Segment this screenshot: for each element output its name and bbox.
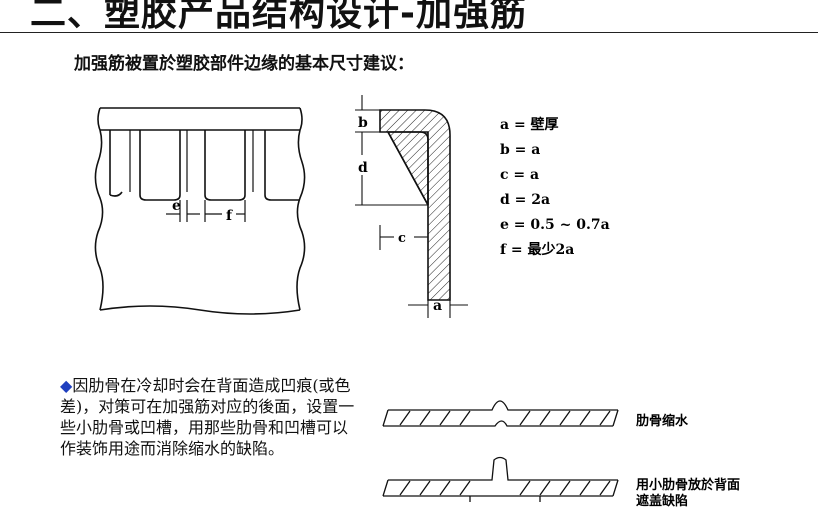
plate-with-ribs [94, 107, 306, 315]
rib-sink-label: 肋骨缩水 [636, 414, 689, 429]
rib-cover-figure [382, 456, 619, 502]
cross-section [379, 109, 451, 301]
label-a: a [433, 298, 442, 314]
legend-item: e = 0.5 ~ 0.7a [500, 217, 610, 233]
label-f: f [226, 208, 233, 224]
note-text: 因肋骨在冷却时会在背面造成凹痕(或色差)，对策可在加强筋对应的後面，设置一些小肋… [60, 376, 355, 458]
page-title: 二、塑胶产品结构设计-加强筋 [30, 0, 527, 34]
dimension-legend: a = 壁厚 b = a c = a d = 2a e = 0.5 ~ 0.7a… [500, 113, 610, 263]
label-b: b [358, 115, 368, 131]
legend-item: a = 壁厚 [500, 117, 559, 133]
rib-cover-label-line2: 遮盖缺陷 [636, 494, 689, 509]
label-e: e [172, 198, 181, 214]
legend-item: b = a [500, 142, 541, 158]
rib-sink-figure [382, 400, 619, 427]
dimension-marks-left [166, 200, 246, 222]
rib-cover-label-line1: 用小肋骨放於背面 [636, 478, 741, 493]
legend-item: d = 2a [500, 192, 551, 208]
rib-cover-label: 用小肋骨放於背面 遮盖缺陷 [636, 478, 740, 510]
title-divider [0, 32, 818, 33]
bullet-icon: ◆ [60, 376, 73, 395]
legend-item: c = a [500, 167, 540, 183]
label-c: c [398, 231, 406, 246]
note-paragraph: ◆因肋骨在冷却时会在背面造成凹痕(或色差)，对策可在加强筋对应的後面，设置一些小… [60, 375, 360, 459]
legend-item: f = 最少2a [500, 242, 575, 258]
dimension-marks-right [355, 95, 468, 318]
label-d: d [358, 160, 368, 176]
page-subtitle: 加强筋被置於塑胶部件边缘的基本尺寸建议： [74, 54, 414, 74]
